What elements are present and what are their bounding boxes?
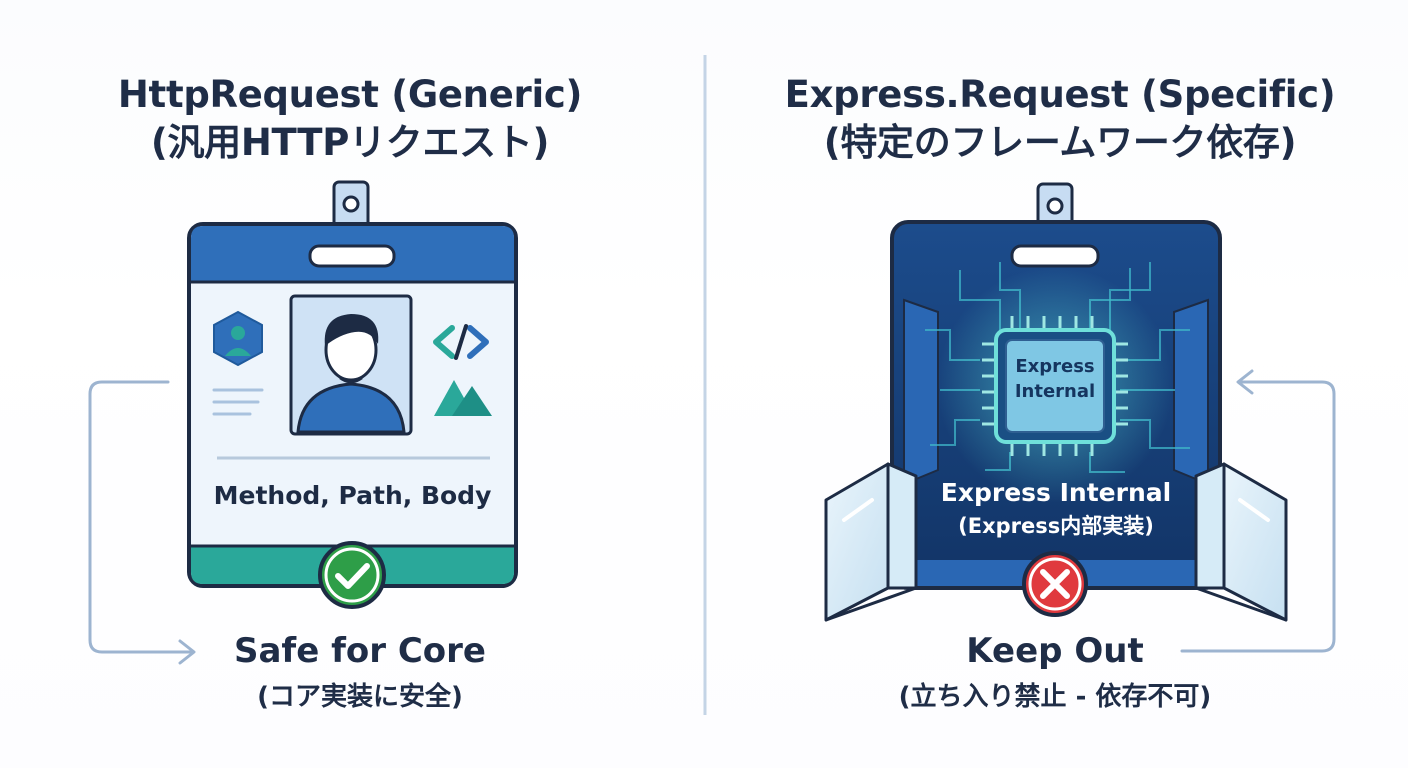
- right-title-line2: (特定のフレームワーク依存): [823, 121, 1297, 164]
- cross-icon: [1022, 551, 1088, 617]
- right-title-line1: Express.Request (Specific): [784, 73, 1336, 116]
- left-status-sub: (コア実装に安全): [257, 682, 463, 712]
- chip-icon: [982, 316, 1128, 456]
- left-badge-text: Method, Path, Body: [213, 481, 492, 510]
- right-badge-line2: (Express内部実装): [958, 514, 1154, 538]
- left-flow-arrow: [88, 380, 196, 665]
- barrier-tape-icon: [824, 462, 1288, 622]
- left-status-main: Safe for Core: [233, 631, 486, 671]
- chip-label-line2: Internal: [1014, 381, 1096, 402]
- left-title-line1: HttpRequest (Generic): [117, 73, 583, 116]
- right-flow-arrow: [1180, 369, 1336, 653]
- right-status-main: Keep Out: [966, 631, 1144, 671]
- person-avatar-icon: [289, 294, 413, 436]
- check-icon: [318, 541, 386, 609]
- right-badge-line1: Express Internal: [940, 478, 1172, 507]
- chip-label-line1: Express: [1015, 356, 1095, 377]
- code-brackets-icon: [433, 324, 489, 360]
- right-status-sub: (立ち入り禁止 - 依存不可): [898, 682, 1212, 712]
- left-title-line2: (汎用HTTPリクエスト): [150, 121, 550, 164]
- user-hexagon-icon: [213, 310, 263, 367]
- text-lines-icon: [212, 388, 264, 416]
- mountain-icon: [434, 380, 492, 416]
